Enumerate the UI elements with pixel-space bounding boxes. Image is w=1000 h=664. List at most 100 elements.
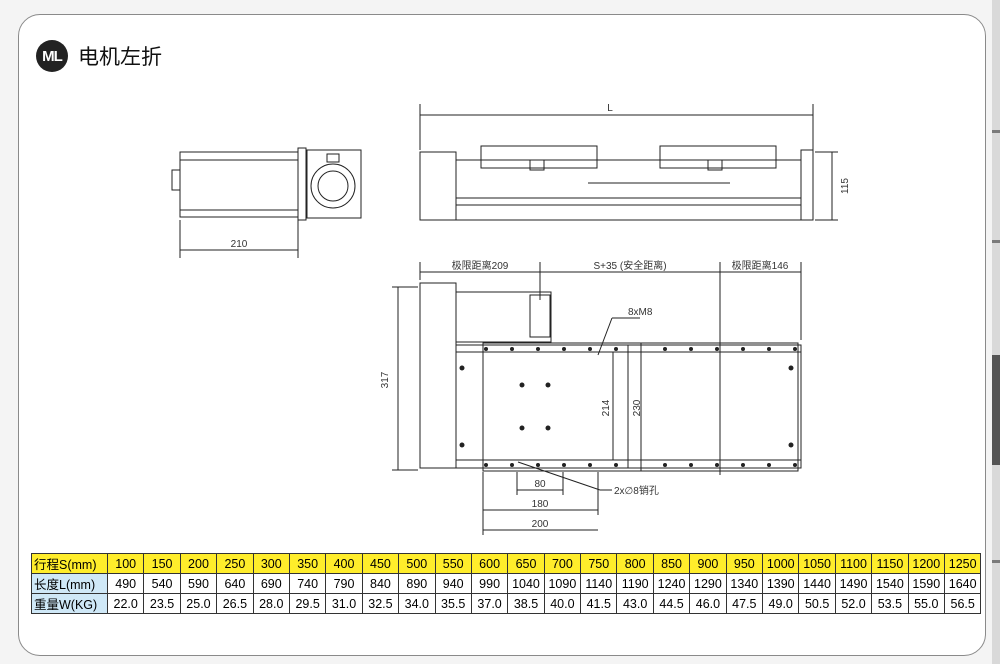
table-cell: 35.5 — [434, 593, 472, 614]
table-cell: 1490 — [834, 573, 873, 594]
table-cell: 750 — [580, 553, 618, 574]
table-cell: 650 — [507, 553, 545, 574]
dim-overall-width: 317 — [380, 371, 391, 388]
table-cell: 41.5 — [580, 593, 618, 614]
row-label: 重量W(KG) — [31, 593, 108, 614]
table-cell: 1640 — [943, 573, 982, 594]
table-cell: 550 — [434, 553, 472, 574]
table-cell: 1100 — [834, 553, 873, 574]
table-cell: 250 — [216, 553, 254, 574]
table-cell: 1250 — [943, 553, 982, 574]
dim-safe-distance: S+35 (安全距离) — [593, 259, 666, 272]
table-cell: 790 — [325, 573, 363, 594]
table-cell: 47.5 — [725, 593, 764, 614]
table-cell: 1150 — [871, 553, 909, 574]
table-cell: 1390 — [762, 573, 800, 594]
table-cell: 950 — [725, 553, 764, 574]
table-cell: 490 — [106, 573, 145, 594]
table-cell: 940 — [434, 573, 472, 594]
table-cell: 1190 — [616, 573, 654, 594]
table-cell: 22.0 — [106, 593, 145, 614]
table-cell: 1000 — [762, 553, 800, 574]
table-cell: 29.5 — [288, 593, 327, 614]
table-cell: 1290 — [689, 573, 727, 594]
table-cell: 740 — [288, 573, 327, 594]
table-cell: 1140 — [580, 573, 618, 594]
dim-180: 180 — [532, 499, 549, 510]
dim-side-width: 210 — [231, 239, 248, 250]
dim-screw: 8xM8 — [628, 307, 653, 318]
table-cell: 690 — [252, 573, 290, 594]
model-badge: ML — [36, 40, 68, 72]
table-cell: 55.0 — [907, 593, 945, 614]
table-cell: 50.5 — [798, 593, 836, 614]
table-cell: 300 — [252, 553, 290, 574]
table-cell: 500 — [398, 553, 436, 574]
front-view-drawing — [419, 104, 838, 221]
table-cell: 1590 — [907, 573, 945, 594]
table-cell: 28.0 — [252, 593, 290, 614]
table-cell: 52.0 — [834, 593, 873, 614]
page-title: 电机左折 — [78, 45, 162, 69]
table-cell: 37.0 — [470, 593, 509, 614]
dim-limit-left: 极限距离209 — [452, 259, 509, 272]
table-cell: 100 — [106, 553, 145, 574]
table-cell: 450 — [361, 553, 400, 574]
row-label: 行程S(mm) — [31, 553, 108, 574]
table-cell: 34.0 — [398, 593, 436, 614]
table-cell: 46.0 — [689, 593, 727, 614]
table-cell: 53.5 — [871, 593, 909, 614]
right-edge-strip — [992, 0, 1000, 664]
row-label: 长度L(mm) — [31, 573, 108, 594]
table-cell: 600 — [470, 553, 509, 574]
table-cell: 200 — [179, 553, 218, 574]
table-cell: 32.5 — [361, 593, 400, 614]
table-cell: 800 — [616, 553, 654, 574]
table-cell: 1050 — [798, 553, 836, 574]
table-cell: 900 — [689, 553, 727, 574]
table-cell: 1440 — [798, 573, 836, 594]
dim-length: L — [607, 103, 613, 114]
table-cell: 540 — [143, 573, 181, 594]
table-cell: 640 — [216, 573, 254, 594]
table-cell: 1240 — [652, 573, 691, 594]
top-view-drawing — [392, 262, 802, 535]
table-cell: 700 — [543, 553, 582, 574]
table-cell: 31.0 — [325, 593, 363, 614]
table-cell: 840 — [361, 573, 400, 594]
table-cell: 23.5 — [143, 593, 181, 614]
section-title: ML 电机左折 — [36, 40, 162, 72]
dim-230: 230 — [632, 399, 643, 416]
dim-limit-right: 极限距离146 — [732, 259, 789, 272]
dim-height: 115 — [840, 178, 851, 194]
table-cell: 1040 — [507, 573, 545, 594]
table-cell: 43.0 — [616, 593, 654, 614]
dim-214: 214 — [601, 399, 612, 416]
content-card — [18, 14, 986, 656]
dim-80: 80 — [534, 479, 546, 490]
table-cell: 40.0 — [543, 593, 582, 614]
table-cell: 990 — [470, 573, 509, 594]
table-cell: 49.0 — [762, 593, 800, 614]
dim-200: 200 — [532, 519, 549, 530]
table-cell: 1090 — [543, 573, 582, 594]
side-view-drawing — [171, 147, 362, 258]
table-cell: 26.5 — [216, 593, 254, 614]
table-cell: 150 — [143, 553, 181, 574]
table-cell: 25.0 — [179, 593, 218, 614]
table-cell: 850 — [652, 553, 691, 574]
table-cell: 38.5 — [507, 593, 545, 614]
table-cell: 350 — [288, 553, 327, 574]
table-cell: 400 — [325, 553, 363, 574]
dim-pin-hole: 2x∅8销孔 — [614, 484, 659, 497]
table-cell: 890 — [398, 573, 436, 594]
table-cell: 590 — [179, 573, 218, 594]
table-cell: 1540 — [871, 573, 909, 594]
table-cell: 56.5 — [943, 593, 982, 614]
table-cell: 44.5 — [652, 593, 691, 614]
